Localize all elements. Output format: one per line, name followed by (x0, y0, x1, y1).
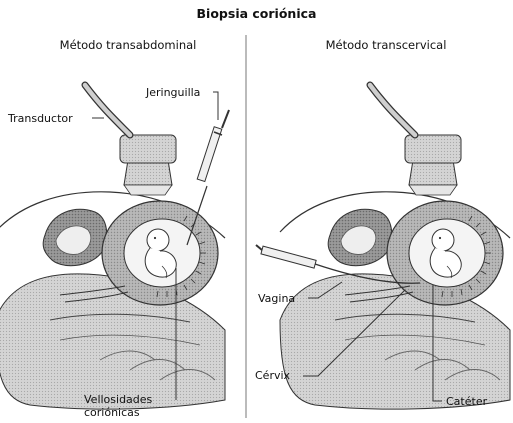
vagina-label: Vagina (258, 292, 295, 305)
transducer-label: Transductor (8, 112, 73, 125)
transcervical-illustration (256, 85, 510, 409)
syringe-leader (213, 92, 218, 120)
syringe-label: Jeringuilla (146, 86, 200, 99)
right-panel-heading: Método transcervical (276, 38, 496, 52)
villi-label-line2: coriónicas (84, 406, 140, 419)
catheter-label: Catéter (446, 395, 487, 408)
transabdominal-illustration (0, 85, 229, 409)
villi-label-line1: Vellosidades (84, 393, 152, 406)
left-panel-heading: Método transabdominal (18, 38, 238, 52)
cervix-label: Cérvix (255, 369, 290, 382)
